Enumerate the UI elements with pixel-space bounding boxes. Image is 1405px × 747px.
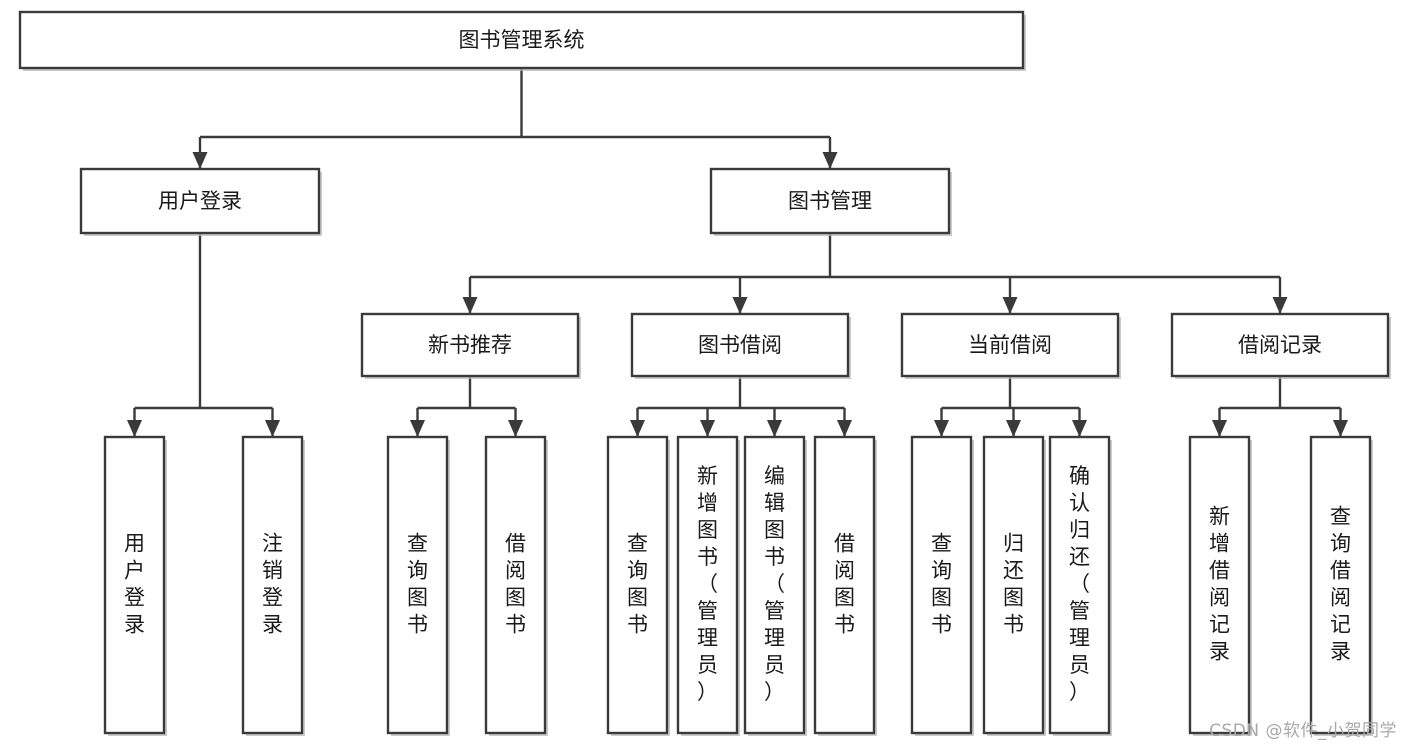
edge-arrowhead	[192, 152, 208, 169]
node-查询图书[interactable]: 查询图书	[606, 435, 670, 736]
node-rect[interactable]	[1309, 435, 1372, 735]
node-label: 查询图书	[407, 532, 428, 637]
node-rect[interactable]	[18, 10, 1025, 70]
node-rect[interactable]	[813, 435, 876, 735]
edge-arrowhead	[1002, 297, 1018, 314]
edge-arrowhead	[700, 420, 715, 437]
node-layer: 图书管理系统用户登录图书管理新书推荐图书借阅当前借阅借阅记录用户登录注销登录查询…	[18, 10, 1391, 736]
node-label: 编辑图书（管理员）	[764, 464, 785, 704]
node-label: 新增图书（管理员）	[697, 464, 718, 704]
node-新书推荐[interactable]: 新书推荐	[360, 312, 581, 379]
node-rect[interactable]	[360, 312, 580, 378]
edge-arrowhead	[630, 420, 645, 437]
edge-arrowhead	[265, 420, 280, 437]
node-rect[interactable]	[484, 435, 547, 735]
node-label: 查询借阅记录	[1330, 505, 1351, 664]
node-用户登录[interactable]: 用户登录	[79, 167, 322, 236]
edge-arrowhead	[127, 420, 142, 437]
edge-arrowhead	[934, 420, 949, 437]
node-图书管理[interactable]: 图书管理	[709, 167, 952, 236]
node-rect[interactable]	[982, 435, 1045, 735]
node-当前借阅[interactable]: 当前借阅	[900, 312, 1121, 379]
node-rect[interactable]	[1188, 435, 1251, 735]
node-rect[interactable]	[606, 435, 669, 735]
node-查询图书[interactable]: 查询图书	[910, 435, 974, 736]
node-新增图书管理员[interactable]: 新增图书（管理员）	[676, 435, 740, 736]
node-rect[interactable]	[103, 435, 166, 735]
node-rect[interactable]	[743, 435, 806, 735]
node-rect[interactable]	[676, 435, 739, 735]
edge-arrowhead	[410, 420, 425, 437]
node-label: 用户登录	[124, 532, 145, 637]
node-label: 注销登录	[262, 532, 283, 637]
node-rect[interactable]	[709, 167, 951, 235]
node-label: 借阅图书	[505, 532, 526, 637]
edge-arrowhead	[1272, 297, 1288, 314]
node-label: 图书管理系统	[459, 28, 585, 52]
node-label: 用户登录	[158, 189, 242, 213]
node-图书借阅[interactable]: 图书借阅	[630, 312, 851, 379]
node-借阅图书[interactable]: 借阅图书	[484, 435, 548, 736]
node-注销登录[interactable]: 注销登录	[241, 435, 305, 736]
node-label: 归还图书	[1003, 532, 1024, 637]
node-label: 图书管理	[788, 189, 872, 213]
node-新增借阅记录[interactable]: 新增借阅记录	[1188, 435, 1252, 736]
node-rect[interactable]	[630, 312, 850, 378]
node-编辑图书管理员[interactable]: 编辑图书（管理员）	[743, 435, 807, 736]
node-用户登录[interactable]: 用户登录	[103, 435, 167, 736]
node-rect[interactable]	[900, 312, 1120, 378]
edge-arrowhead	[462, 297, 478, 314]
node-归还图书[interactable]: 归还图书	[982, 435, 1046, 736]
node-查询图书[interactable]: 查询图书	[386, 435, 450, 736]
edge-arrowhead	[837, 420, 852, 437]
edge-arrowhead	[1333, 420, 1348, 437]
node-rect[interactable]	[1048, 435, 1111, 735]
node-rect[interactable]	[241, 435, 304, 735]
node-label: 借阅记录	[1238, 333, 1322, 357]
edge-arrowhead	[822, 152, 838, 169]
node-借阅记录[interactable]: 借阅记录	[1170, 312, 1391, 379]
node-label: 查询图书	[627, 532, 648, 637]
node-查询借阅记录[interactable]: 查询借阅记录	[1309, 435, 1373, 736]
node-rect[interactable]	[1170, 312, 1390, 378]
node-label: 新增借阅记录	[1209, 505, 1230, 664]
node-label: 当前借阅	[968, 333, 1052, 357]
edge-arrowhead	[1212, 420, 1227, 437]
edge-layer	[127, 68, 1348, 437]
node-label: 图书借阅	[698, 333, 782, 357]
node-label: 确认归还（管理员）	[1069, 464, 1090, 704]
edge-arrowhead	[508, 420, 523, 437]
node-借阅图书[interactable]: 借阅图书	[813, 435, 877, 736]
edge-arrowhead	[1072, 420, 1087, 437]
node-确认归还管理员[interactable]: 确认归还（管理员）	[1048, 435, 1112, 736]
node-label: 新书推荐	[428, 333, 512, 357]
edge-arrowhead	[767, 420, 782, 437]
edge-arrowhead	[732, 297, 748, 314]
node-图书管理系统[interactable]: 图书管理系统	[18, 10, 1026, 71]
edge-arrowhead	[1006, 420, 1021, 437]
node-label: 借阅图书	[834, 532, 855, 637]
node-rect[interactable]	[910, 435, 973, 735]
node-label: 查询图书	[931, 532, 952, 637]
node-rect[interactable]	[79, 167, 321, 235]
node-rect[interactable]	[386, 435, 449, 735]
